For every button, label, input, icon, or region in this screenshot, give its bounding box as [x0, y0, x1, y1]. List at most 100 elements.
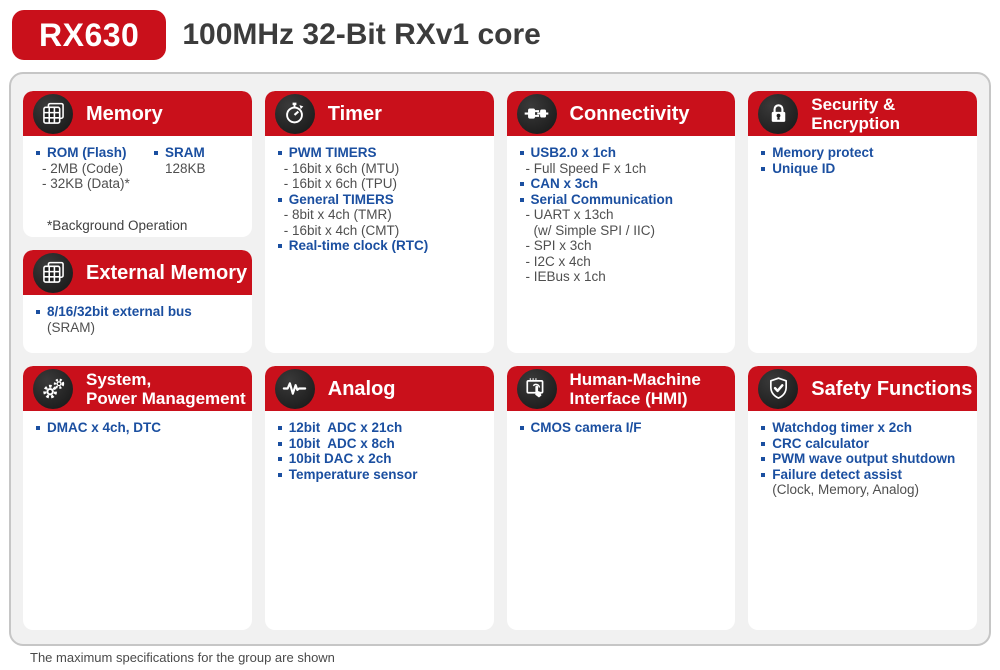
spec-item: General TIMERS: [277, 192, 488, 208]
spec-item: Temperature sensor: [277, 467, 488, 483]
stopwatch-icon: [274, 93, 315, 134]
spec-item: 10bit DAC x 2ch: [277, 451, 488, 467]
bullet-square-icon: [519, 426, 524, 430]
bullet-square-icon: [154, 151, 158, 155]
bullet-square-icon: [277, 244, 282, 248]
card-title-line: Interface (HMI): [569, 388, 688, 408]
bullet-square-icon: [277, 197, 282, 202]
spec-item-label: 10bit DAC x 2ch: [288, 451, 392, 466]
spec-item-label: 10bit ADC x 8ch: [288, 435, 395, 451]
bullet-square-icon: [519, 151, 524, 155]
card-header-connectivity: Connectivity: [506, 91, 736, 136]
spec-item: USB2.0 x 1ch: [519, 145, 730, 161]
spec-subitem: - UART x 13ch: [525, 207, 614, 222]
plug-icon: [516, 93, 557, 134]
bullet-square-icon: [519, 182, 524, 186]
spec-item-label: CAN x 3ch: [530, 176, 599, 191]
spec-item-label: 12bit ADC x 21ch: [288, 420, 403, 435]
spec-item: 8/16/32bit external bus: [35, 304, 246, 320]
spec-item: Real-time clock (RTC): [277, 238, 488, 254]
waveform-icon: [274, 368, 315, 409]
spec-subitem: - 16bit x 6ch (MTU): [283, 160, 400, 176]
spec-item-label: USB2.0 x 1ch: [530, 145, 617, 160]
spec-item-label: DMAC x 4ch, DTC: [47, 420, 162, 435]
spec-subitem: - Full Speed F x 1ch: [525, 160, 647, 176]
bullet-square-icon: [277, 426, 282, 430]
spec-item-label: Real-time clock (RTC): [288, 238, 429, 253]
spec-subitem: - 32KB (Data)*: [42, 176, 130, 191]
card-title-line: Analog: [327, 377, 396, 400]
bullet-square-icon: [277, 472, 282, 477]
spec-item-label: Failure detect assist: [772, 466, 903, 482]
page-title: 100MHz 32-Bit RXv1 core: [182, 18, 541, 51]
card-title-line: External Memory: [86, 261, 248, 284]
spec-subitem: - 16bit x 4ch (CMT): [283, 222, 400, 238]
card-title: Connectivity: [570, 103, 690, 125]
card-title-line: Encryption: [811, 113, 901, 133]
bullet-square-icon: [519, 197, 524, 202]
spec-item-label: Serial Communication: [530, 191, 674, 207]
card-header-timer: Timer: [264, 91, 494, 136]
bullet-square-icon: [761, 441, 766, 446]
card-title-line: Timer: [327, 102, 382, 125]
spec-item: PWM wave output shutdown: [760, 451, 971, 467]
spec-subitem: (w/ Simple SPI / IIC): [533, 222, 656, 238]
spec-item: CRC calculator: [760, 436, 971, 452]
bullet-square-icon: [277, 457, 282, 461]
spec-item-label: Temperature sensor: [288, 466, 418, 482]
spec-item-label: Unique ID: [772, 160, 836, 176]
card-title: Analog: [328, 378, 396, 400]
bullet-square-icon: [761, 426, 766, 430]
spec-item-label: Memory protect: [772, 145, 874, 160]
memory-grid-icon: [33, 252, 73, 293]
card-title-line: Human-Machine: [569, 369, 701, 389]
spec-item: 10bit ADC x 8ch: [277, 436, 488, 452]
card-title: Security &Encryption: [811, 95, 900, 133]
memory-grid-icon: [33, 93, 73, 134]
card-body-external-memory: 8/16/32bit external bus(SRAM): [23, 295, 252, 353]
bullet-square-icon: [761, 472, 766, 477]
card-external-memory: External Memory 8/16/32bit external bus(S…: [23, 250, 252, 353]
card-header-system-power-management: System,Power Management: [23, 366, 252, 411]
touchscreen-icon: [516, 368, 557, 409]
card-body-timer: PWM TIMERS- 16bit x 6ch (MTU)- 16bit x 6…: [265, 136, 494, 353]
spec-item-label: PWM TIMERS: [288, 145, 377, 160]
spec-subitem: (SRAM): [47, 319, 95, 335]
spec-item: Watchdog timer x 2ch: [760, 420, 971, 436]
card-title-line: System,: [86, 369, 152, 389]
shield-check-icon: [758, 368, 799, 409]
card-title-line: Connectivity: [569, 102, 690, 125]
bullet-square-icon: [277, 441, 282, 446]
spec-item: Serial Communication: [519, 192, 730, 208]
spec-subitem: - I2C x 4ch: [525, 253, 591, 269]
spec-item-label: SRAM: [165, 145, 205, 160]
card-title: Safety Functions: [811, 378, 972, 400]
spec-subitem: (Clock, Memory, Analog): [772, 482, 920, 497]
spec-column: ROM (Flash)- 2MB (Code)- 32KB (Data)*: [35, 145, 153, 192]
product-badge: RX630: [12, 10, 167, 60]
spec-item-label: 8/16/32bit external bus: [47, 304, 192, 319]
spec-item-label: General TIMERS: [288, 191, 394, 207]
card-body-system-power-management: DMAC x 4ch, DTC: [23, 411, 252, 630]
two-column-specs: ROM (Flash)- 2MB (Code)- 32KB (Data)* SRA…: [35, 145, 246, 192]
lock-icon: [758, 93, 799, 134]
bullet-square-icon: [36, 310, 40, 314]
spec-item: Unique ID: [760, 161, 971, 177]
spec-item-label: CMOS camera I/F: [530, 420, 642, 435]
spec-subitem: 128KB: [165, 160, 206, 176]
